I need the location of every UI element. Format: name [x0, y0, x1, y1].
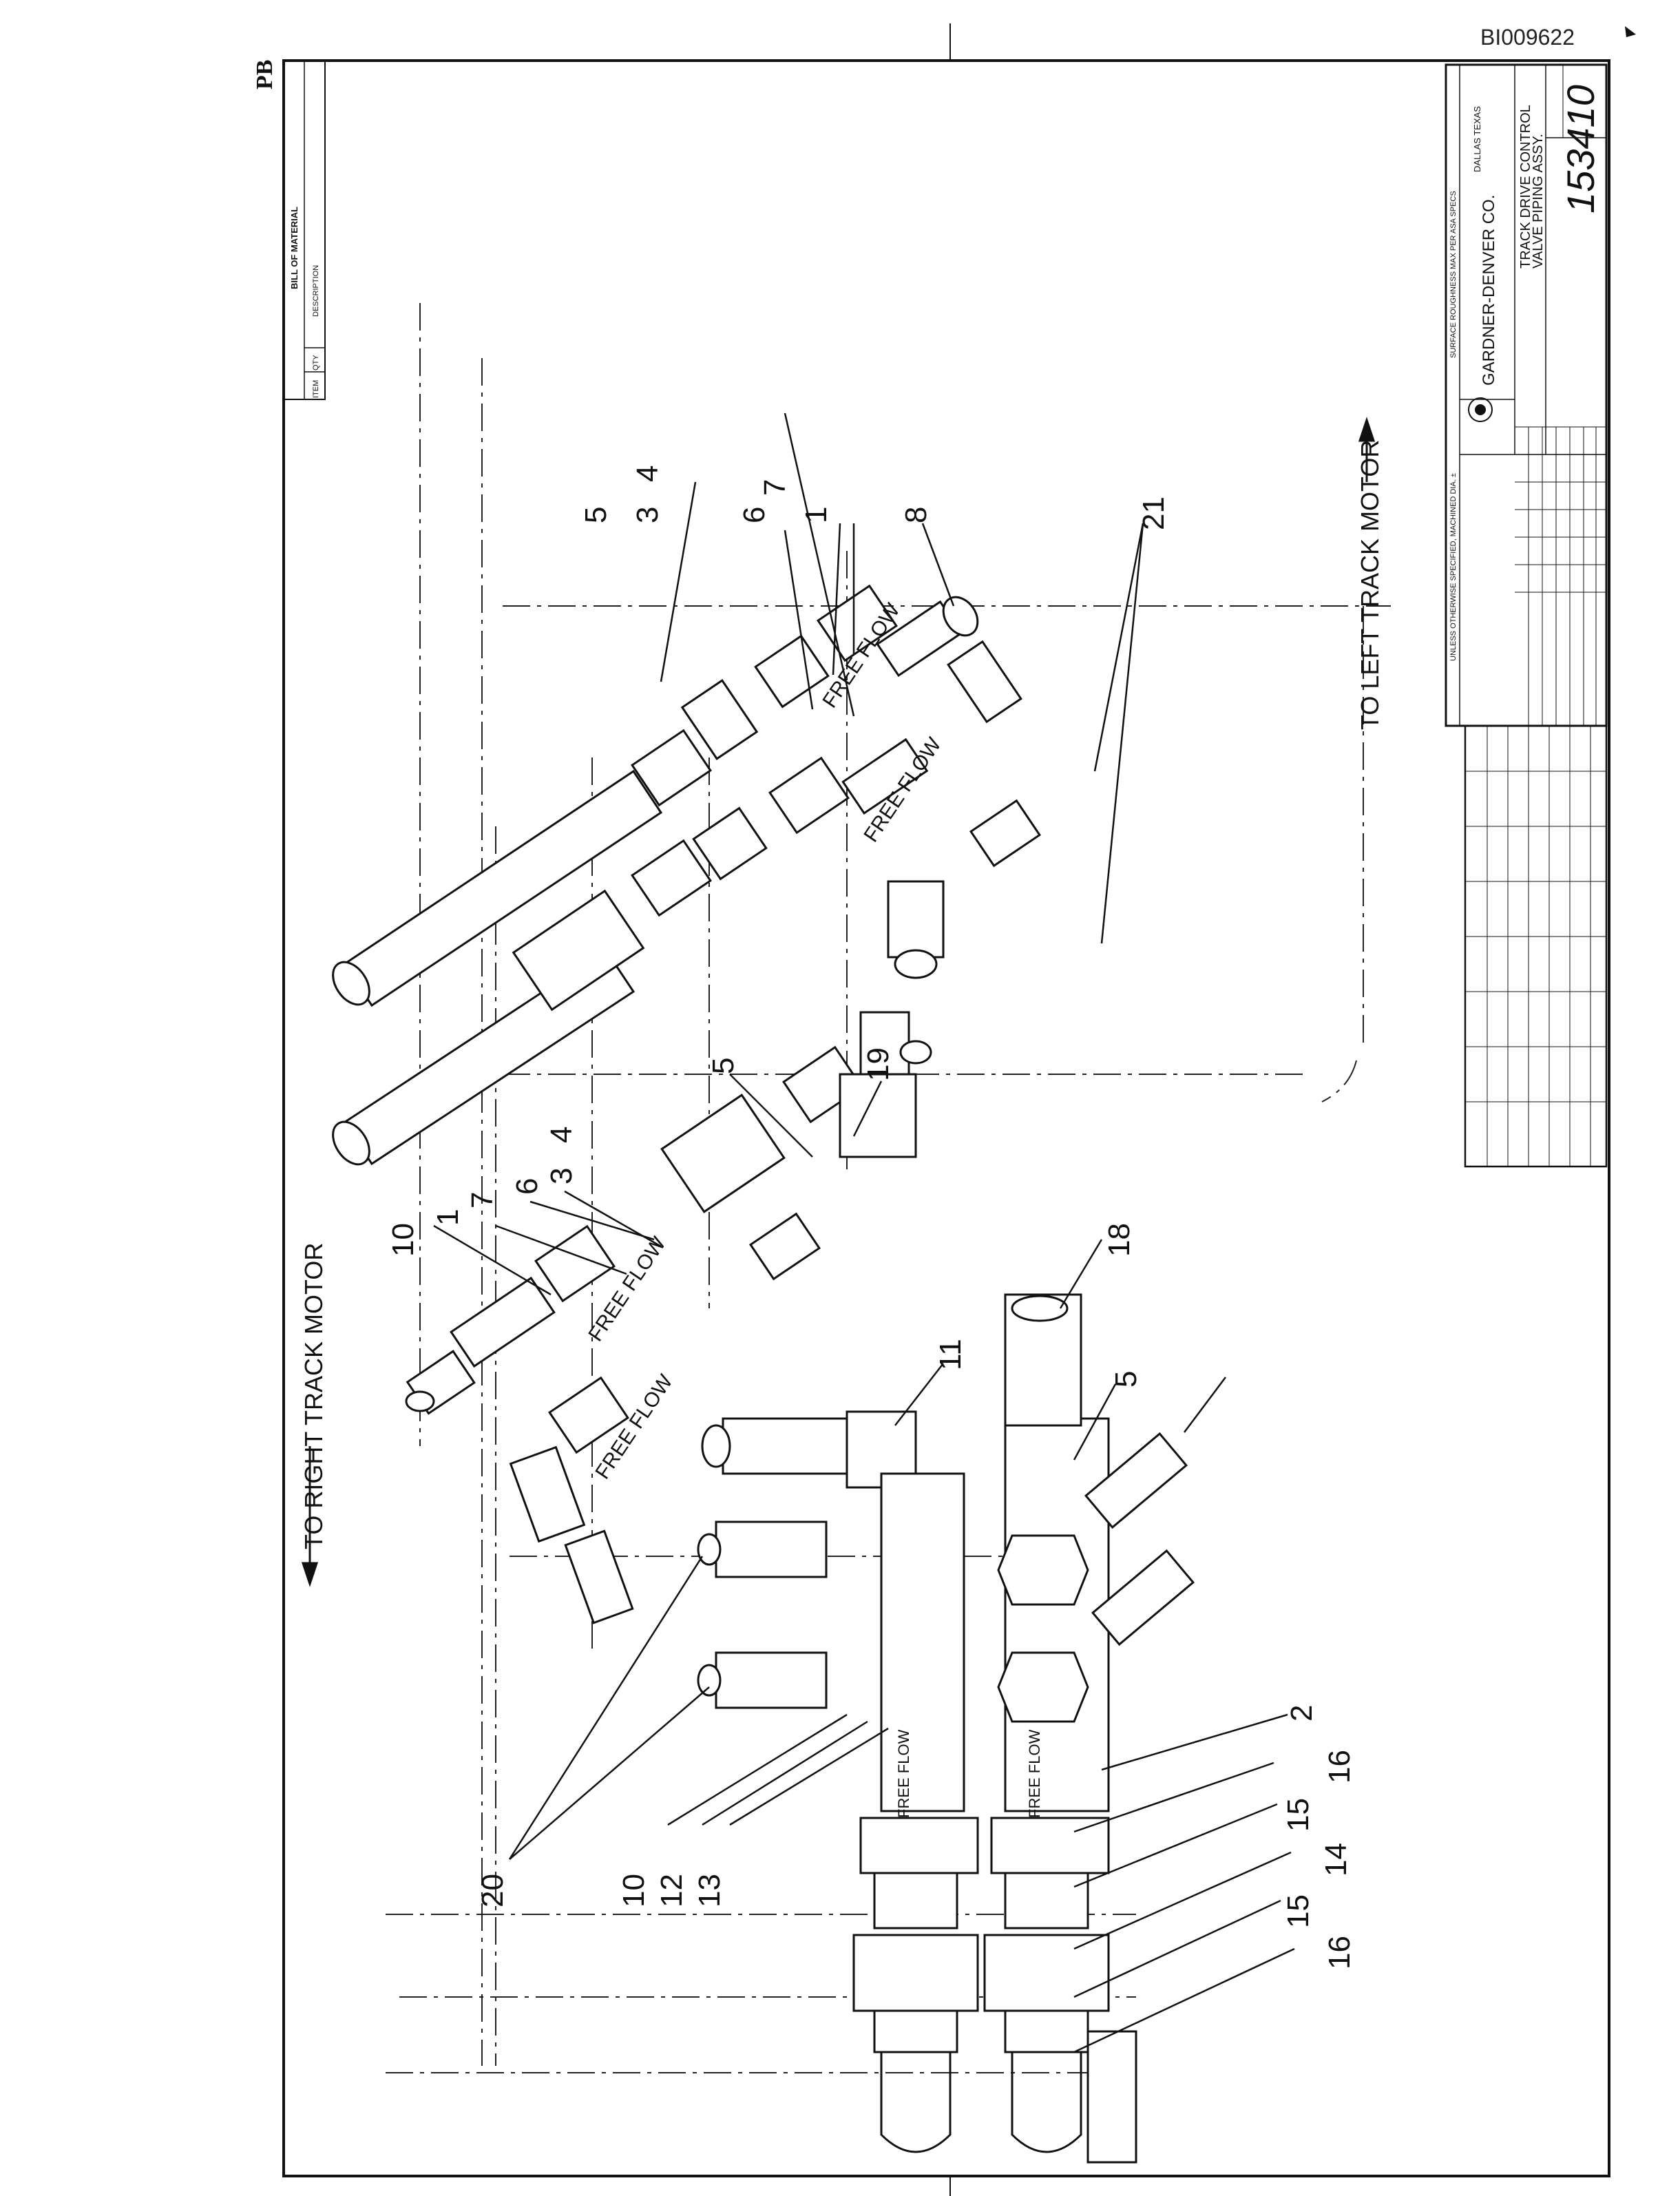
pipe-assembly [332, 584, 1042, 1166]
bill-of-material-table [283, 60, 326, 400]
callout-21: 21 [1137, 496, 1170, 530]
bom-col-qty: QTY [312, 355, 320, 370]
callout-16: 16 [1323, 1750, 1356, 1784]
callout-1: 1 [799, 507, 833, 523]
company-name: GARDNER-DENVER CO. [1480, 195, 1498, 386]
revision-grid [1464, 724, 1608, 1168]
corner-mark: PB [252, 60, 277, 90]
callout-6: 6 [737, 507, 771, 523]
drawing-title-line1: TRACK DRIVE CONTROL [1518, 105, 1533, 269]
callout-11: 11 [934, 1339, 967, 1370]
company-location: DALLAS TEXAS [1472, 106, 1482, 172]
callout-10: 10 [386, 1223, 420, 1257]
title-finish: SURFACE ROUGHNESS MAX PER ASA SPECS [1449, 191, 1458, 358]
callout-4: 4 [631, 466, 664, 482]
callout-18: 18 [1102, 1223, 1136, 1257]
title-notes: UNLESS OTHERWISE SPECIFIED, MACHINED DIA… [1449, 473, 1458, 661]
callout-5b: 5 [706, 1058, 740, 1074]
callout-19: 19 [861, 1047, 895, 1081]
callout-numbers: 5 3 4 6 7 1 8 21 19 5 3 4 6 7 1 10 18 11… [386, 466, 1356, 1969]
free-flow-label-6: FREE FLOW [1026, 1729, 1043, 1818]
drawing-title-line2: VALVE PIPING ASSY. [1531, 134, 1546, 269]
bom-col-item: ITEM [312, 380, 320, 398]
callout-3b: 3 [545, 1168, 578, 1184]
to-right-track-motor: TO RIGHT TRACK MOTOR [300, 1243, 328, 1549]
callout-5: 5 [579, 507, 613, 523]
callout-15: 15 [1281, 1798, 1315, 1832]
drawing-number: 153410 [1559, 85, 1602, 213]
free-flow-label-5: FREE FLOW [895, 1729, 912, 1818]
sheet-id: BI009622 [1480, 25, 1575, 50]
callout-2: 2 [1285, 1705, 1319, 1722]
callout-16b: 16 [1323, 1936, 1356, 1969]
bom-col-description: DESCRIPTION [312, 265, 320, 317]
callout-4b: 4 [545, 1127, 578, 1143]
callout-10b: 10 [617, 1874, 651, 1907]
callout-13: 13 [693, 1874, 726, 1907]
to-left-track-motor: TO LEFT TRACK MOTOR [1356, 440, 1384, 730]
callout-3: 3 [631, 507, 664, 523]
bom-title: BILL OF MATERIAL [289, 207, 300, 289]
callout-20: 20 [476, 1874, 510, 1907]
callout-14: 14 [1319, 1843, 1353, 1876]
callout-7b: 7 [465, 1192, 499, 1209]
sheet-border [282, 59, 1610, 2177]
callout-7: 7 [758, 479, 792, 496]
callout-6b: 6 [510, 1178, 544, 1195]
callout-5c: 5 [1109, 1371, 1143, 1388]
callout-1b: 1 [431, 1209, 465, 1226]
callout-12: 12 [655, 1874, 689, 1907]
callout-15b: 15 [1281, 1894, 1315, 1928]
callout-8: 8 [899, 507, 933, 523]
